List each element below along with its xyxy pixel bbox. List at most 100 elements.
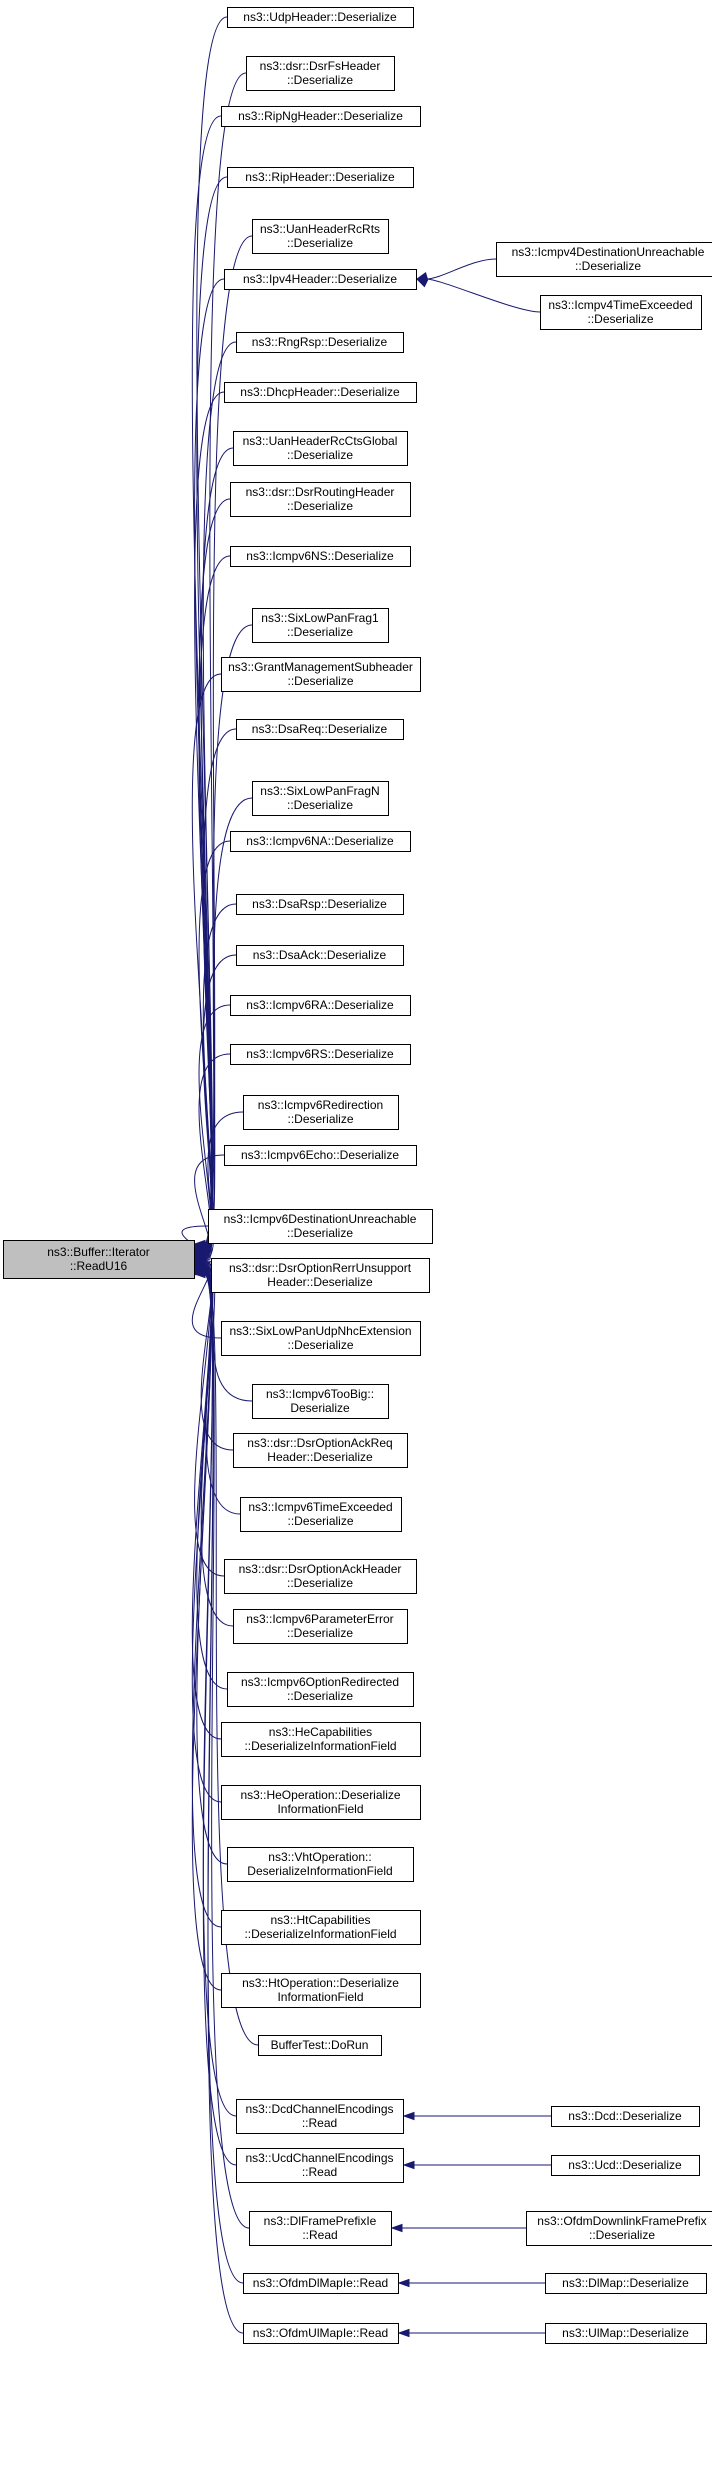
node-s7[interactable]: ns3::UlMap::Deserialize xyxy=(545,2323,707,2344)
node-n25[interactable]: ns3::SixLowPanUdpNhcExtension::Deseriali… xyxy=(221,1321,421,1356)
node-n15-label: ns3::SixLowPanFragN xyxy=(260,784,379,798)
node-n19[interactable]: ns3::Icmpv6RA::Deserialize xyxy=(230,995,411,1016)
node-n14-label: ns3::DsaReq::Deserialize xyxy=(252,722,388,736)
node-n05-label: ::Deserialize xyxy=(287,236,353,250)
node-n15-label: ::Deserialize xyxy=(287,798,353,812)
node-n36[interactable]: ns3::HtOperation::DeserializeInformation… xyxy=(221,1973,421,2008)
node-n02[interactable]: ns3::dsr::DsrFsHeader::Deserialize xyxy=(246,56,395,91)
node-n05[interactable]: ns3::UanHeaderRcRts::Deserialize xyxy=(252,219,389,254)
node-n23-label: ns3::Icmpv6DestinationUnreachable xyxy=(224,1212,417,1226)
node-n15[interactable]: ns3::SixLowPanFragN::Deserialize xyxy=(252,781,389,816)
node-n28-box xyxy=(240,1497,402,1532)
node-n26-label: Deserialize xyxy=(290,1401,350,1415)
node-n09[interactable]: ns3::UanHeaderRcCtsGlobal::Deserialize xyxy=(233,431,408,466)
node-n16[interactable]: ns3::Icmpv6NA::Deserialize xyxy=(230,831,411,852)
node-n33[interactable]: ns3::HeOperation::DeserializeInformation… xyxy=(221,1785,421,1820)
node-n06-label: ns3::Ipv4Header::Deserialize xyxy=(243,272,397,286)
node-n34[interactable]: ns3::VhtOperation::DeserializeInformatio… xyxy=(227,1847,414,1882)
node-n32[interactable]: ns3::HeCapabilities::DeserializeInformat… xyxy=(221,1722,421,1757)
node-n35[interactable]: ns3::HtCapabilities::DeserializeInformat… xyxy=(221,1910,421,1945)
node-n27-box xyxy=(233,1433,408,1468)
node-n32-box xyxy=(221,1722,421,1757)
node-root-label: ::ReadU16 xyxy=(70,1259,128,1273)
node-s1[interactable]: ns3::Icmpv4DestinationUnreachable::Deser… xyxy=(496,242,712,277)
node-n21-box xyxy=(243,1095,399,1130)
node-n13[interactable]: ns3::GrantManagementSubheader::Deseriali… xyxy=(221,657,421,692)
node-s4[interactable]: ns3::Ucd::Deserialize xyxy=(551,2155,700,2176)
node-n38[interactable]: ns3::DcdChannelEncodings::Read xyxy=(236,2099,404,2134)
node-n29[interactable]: ns3::dsr::DsrOptionAckHeader::Deserializ… xyxy=(224,1559,417,1594)
node-n33-label: InformationField xyxy=(277,1802,363,1816)
node-s6[interactable]: ns3::DlMap::Deserialize xyxy=(545,2273,707,2294)
node-n28-label: ::Deserialize xyxy=(287,1514,353,1528)
node-s5-label: ns3::OfdmDownlinkFramePrefix xyxy=(537,2214,706,2228)
arrow-s4-to-n39 xyxy=(402,2160,415,2170)
node-n08-label: ns3::DhcpHeader::Deserialize xyxy=(240,385,400,399)
node-n35-label: ns3::HtCapabilities xyxy=(270,1913,370,1927)
node-n13-box xyxy=(221,657,421,692)
node-n20[interactable]: ns3::Icmpv6RS::Deserialize xyxy=(230,1044,411,1065)
node-n03[interactable]: ns3::RipNgHeader::Deserialize xyxy=(221,106,421,127)
node-n13-label: ns3::GrantManagementSubheader xyxy=(228,660,413,674)
node-n17[interactable]: ns3::DsaRsp::Deserialize xyxy=(236,894,404,915)
node-n28[interactable]: ns3::Icmpv6TimeExceeded::Deserialize xyxy=(240,1497,402,1532)
node-s3-box xyxy=(551,2106,700,2127)
arrow-n42-to-root xyxy=(193,1269,206,1279)
node-n12-label: ::Deserialize xyxy=(287,625,353,639)
node-n08-box xyxy=(224,382,417,403)
node-n07-box xyxy=(236,332,404,353)
node-n08[interactable]: ns3::DhcpHeader::Deserialize xyxy=(224,382,417,403)
node-n23[interactable]: ns3::Icmpv6DestinationUnreachable::Deser… xyxy=(208,1209,433,1244)
node-n30[interactable]: ns3::Icmpv6ParameterError::Deserialize xyxy=(233,1609,408,1644)
node-s7-label: ns3::UlMap::Deserialize xyxy=(562,2326,689,2340)
node-n03-box xyxy=(221,106,421,127)
node-n04-box xyxy=(227,167,414,188)
node-n31[interactable]: ns3::Icmpv6OptionRedirected::Deserialize xyxy=(227,1672,414,1707)
node-n26[interactable]: ns3::Icmpv6TooBig::Deserialize xyxy=(252,1384,389,1419)
node-n36-label: ns3::HtOperation::Deserialize xyxy=(242,1976,399,1990)
node-n14-box xyxy=(236,719,404,740)
node-s7-box xyxy=(545,2323,707,2344)
node-n21[interactable]: ns3::Icmpv6Redirection::Deserialize xyxy=(243,1095,399,1130)
node-s5[interactable]: ns3::OfdmDownlinkFramePrefix::Deserializ… xyxy=(526,2211,712,2246)
node-n07[interactable]: ns3::RngRsp::Deserialize xyxy=(236,332,404,353)
node-n04[interactable]: ns3::RipHeader::Deserialize xyxy=(227,167,414,188)
node-n24[interactable]: ns3::dsr::DsrOptionRerrUnsupportHeader::… xyxy=(211,1258,430,1293)
node-n41-label: ns3::OfdmDlMapIe::Read xyxy=(253,2276,388,2290)
node-n27-label: Header::Deserialize xyxy=(267,1450,373,1464)
node-n14[interactable]: ns3::DsaReq::Deserialize xyxy=(236,719,404,740)
node-n04-label: ns3::RipHeader::Deserialize xyxy=(245,170,395,184)
arrow-s6-to-n41 xyxy=(397,2278,410,2288)
node-n37[interactable]: BufferTest::DoRun xyxy=(258,2035,382,2056)
node-root-label: ns3::Buffer::Iterator xyxy=(47,1245,150,1259)
node-n10[interactable]: ns3::dsr::DsrRoutingHeader::Deserialize xyxy=(230,482,411,517)
node-s3[interactable]: ns3::Dcd::Deserialize xyxy=(551,2106,700,2127)
node-n12[interactable]: ns3::SixLowPanFrag1::Deserialize xyxy=(252,608,389,643)
node-n29-label: ::Deserialize xyxy=(287,1576,353,1590)
node-n40-box xyxy=(249,2211,392,2246)
node-s6-label: ns3::DlMap::Deserialize xyxy=(562,2276,689,2290)
node-n39[interactable]: ns3::UcdChannelEncodings::Read xyxy=(236,2148,404,2183)
node-s2-label: ::Deserialize xyxy=(587,312,653,326)
node-s2[interactable]: ns3::Icmpv4TimeExceeded::Deserialize xyxy=(540,295,702,330)
node-n21-label: ::Deserialize xyxy=(287,1112,353,1126)
node-n11[interactable]: ns3::Icmpv6NS::Deserialize xyxy=(230,546,411,567)
node-n39-label: ns3::UcdChannelEncodings xyxy=(245,2151,393,2165)
node-n27[interactable]: ns3::dsr::DsrOptionAckReqHeader::Deseria… xyxy=(233,1433,408,1468)
node-n05-box xyxy=(252,219,389,254)
node-n20-box xyxy=(230,1044,411,1065)
node-n06[interactable]: ns3::Ipv4Header::Deserialize xyxy=(224,269,417,290)
node-n22-label: ns3::Icmpv6Echo::Deserialize xyxy=(241,1148,399,1162)
node-n40[interactable]: ns3::DlFramePrefixIe::Read xyxy=(249,2211,392,2246)
node-s3-label: ns3::Dcd::Deserialize xyxy=(568,2109,682,2123)
edge-n07-to-root xyxy=(202,341,237,1249)
edge-n42-to-root xyxy=(203,1273,244,2334)
node-n06-box xyxy=(224,269,417,290)
node-n18[interactable]: ns3::DsaAck::Deserialize xyxy=(236,945,404,966)
node-n22[interactable]: ns3::Icmpv6Echo::Deserialize xyxy=(224,1145,417,1166)
node-n42[interactable]: ns3::OfdmUlMapIe::Read xyxy=(243,2323,399,2344)
node-root[interactable]: ns3::Buffer::Iterator::ReadU16 xyxy=(3,1240,195,1279)
node-n01[interactable]: ns3::UdpHeader::Deserialize xyxy=(227,7,414,28)
node-n41[interactable]: ns3::OfdmDlMapIe::Read xyxy=(243,2273,399,2294)
